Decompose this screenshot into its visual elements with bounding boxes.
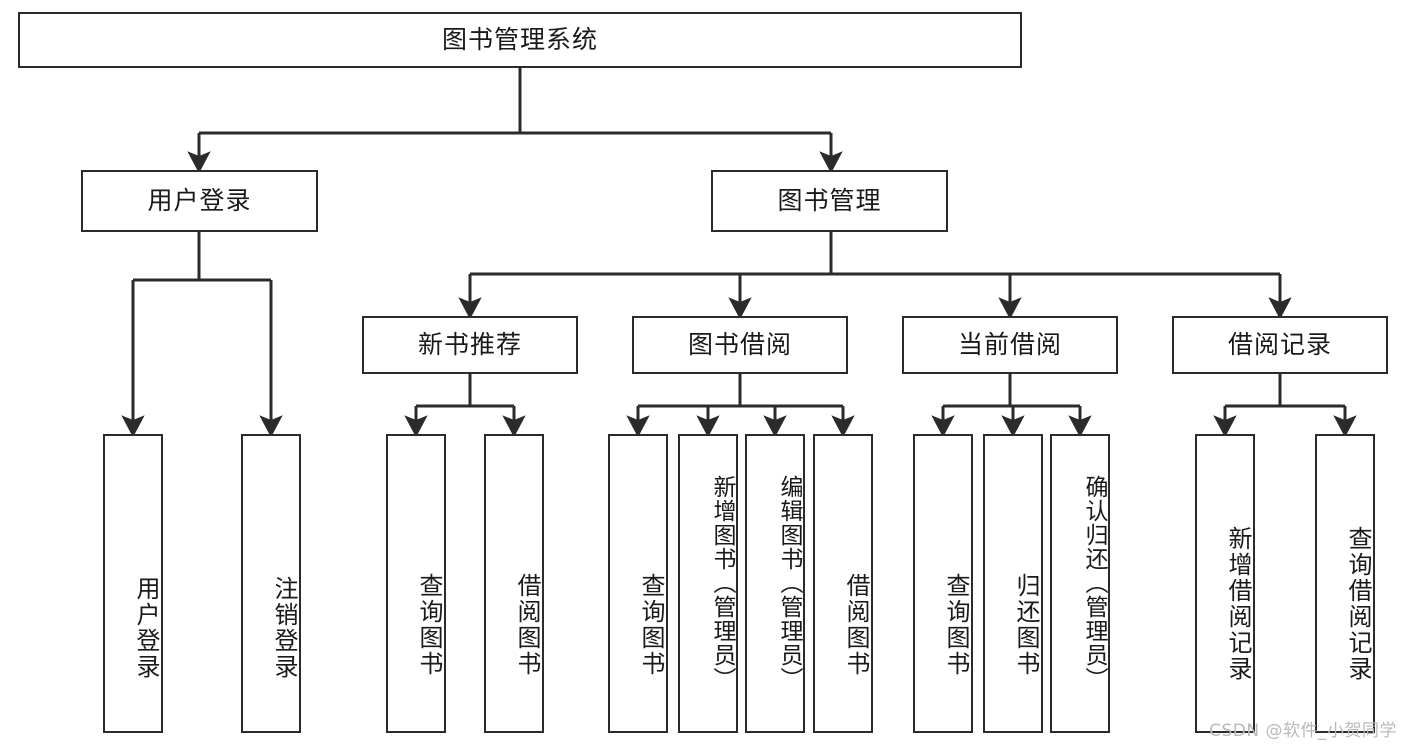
- node-leaf-query-book-3-label: 查询图书: [942, 572, 970, 677]
- node-leaf-return-book-label: 归还图书: [1012, 572, 1040, 677]
- node-root-label: 图书管理系统: [441, 25, 598, 54]
- node-leaf-add-record-label: 新增借阅记录: [1224, 525, 1252, 682]
- node-new-book-recommend-label: 新书推荐: [417, 330, 522, 359]
- node-leaf-query-record[interactable]: 查询借阅记录: [1315, 434, 1375, 733]
- node-leaf-borrow-book-2[interactable]: 借阅图书: [813, 434, 873, 733]
- node-current-borrow-label: 当前借阅: [957, 330, 1062, 359]
- node-leaf-user-login-label: 用户登录: [132, 575, 160, 680]
- node-leaf-borrow-book-2-label: 借阅图书: [842, 572, 870, 677]
- node-leaf-return-book[interactable]: 归还图书: [983, 434, 1043, 733]
- node-user-login[interactable]: 用户登录: [81, 170, 318, 232]
- node-leaf-query-book-1[interactable]: 查询图书: [386, 434, 446, 733]
- node-leaf-query-book-2[interactable]: 查询图书: [608, 434, 668, 733]
- node-leaf-add-record[interactable]: 新增借阅记录: [1195, 434, 1255, 733]
- node-leaf-borrow-book-1-label: 借阅图书: [513, 572, 541, 677]
- node-book-manage[interactable]: 图书管理: [711, 170, 948, 232]
- node-book-borrow[interactable]: 图书借阅: [632, 316, 848, 374]
- node-current-borrow[interactable]: 当前借阅: [902, 316, 1118, 374]
- node-leaf-confirm-return[interactable]: 确认归还（管理员）: [1050, 434, 1110, 733]
- node-root[interactable]: 图书管理系统: [18, 12, 1022, 68]
- node-borrow-record[interactable]: 借阅记录: [1172, 316, 1388, 374]
- node-borrow-record-label: 借阅记录: [1227, 330, 1332, 359]
- node-leaf-query-book-3[interactable]: 查询图书: [913, 434, 973, 733]
- node-leaf-logout-label: 注销登录: [270, 575, 298, 680]
- node-leaf-query-record-label: 查询借阅记录: [1344, 525, 1372, 682]
- node-leaf-edit-book-label: 编辑图书（管理员）: [776, 474, 802, 691]
- node-leaf-add-book[interactable]: 新增图书（管理员）: [678, 434, 738, 733]
- node-book-borrow-label: 图书借阅: [687, 330, 792, 359]
- node-leaf-logout[interactable]: 注销登录: [241, 434, 301, 733]
- node-leaf-query-book-2-label: 查询图书: [637, 572, 665, 677]
- node-leaf-edit-book[interactable]: 编辑图书（管理员）: [745, 434, 805, 733]
- node-book-manage-label: 图书管理: [777, 186, 882, 215]
- node-leaf-user-login[interactable]: 用户登录: [103, 434, 163, 733]
- node-leaf-query-book-1-label: 查询图书: [415, 572, 443, 677]
- node-new-book-recommend[interactable]: 新书推荐: [362, 316, 578, 374]
- watermark-text: CSDN @软件_小贺同学: [1209, 721, 1397, 741]
- node-user-login-label: 用户登录: [147, 186, 252, 215]
- node-leaf-confirm-return-label: 确认归还（管理员）: [1081, 474, 1107, 691]
- node-leaf-borrow-book-1[interactable]: 借阅图书: [484, 434, 544, 733]
- node-leaf-add-book-label: 新增图书（管理员）: [709, 474, 735, 691]
